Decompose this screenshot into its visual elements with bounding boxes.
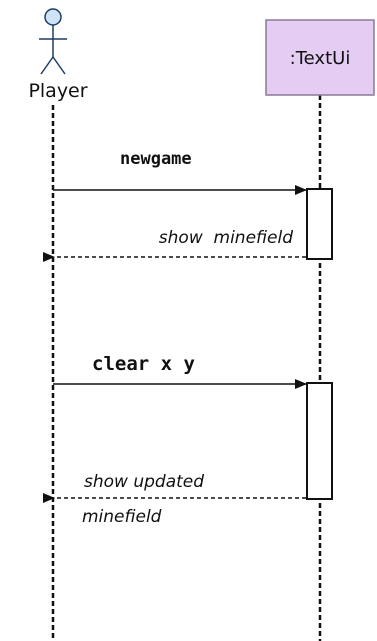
message-label-clear: clear x y bbox=[92, 353, 195, 375]
textui-object-box bbox=[265, 19, 375, 96]
player-label: Player bbox=[28, 80, 87, 102]
activation-bar bbox=[306, 188, 333, 260]
return-label-line-2: minefield bbox=[82, 507, 162, 527]
message-label-newgame: newgame bbox=[120, 149, 192, 169]
return-label-line-1: show updated bbox=[84, 472, 204, 492]
player-actor-icon bbox=[39, 8, 67, 75]
player-label-box bbox=[26, 77, 92, 103]
activation-bar bbox=[306, 382, 333, 500]
return-label-show-minefield: show minefield bbox=[159, 228, 293, 248]
textui-object-label: :TextUi bbox=[290, 48, 351, 69]
